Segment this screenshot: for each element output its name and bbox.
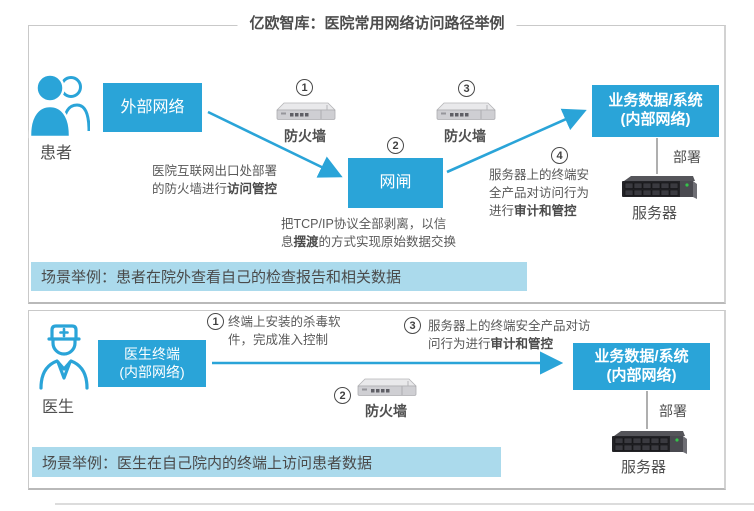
diagram-title: 亿欧智库：医院常用网络访问路径举例 (237, 12, 517, 33)
scenario-banner-bottom: 场景举例：医生在自己院内的终端上访问患者数据 (32, 447, 501, 477)
doctor-label: 医生 (42, 399, 75, 416)
deploy-label-bottom: 部署 (659, 403, 687, 419)
server-audit-note-top: 服务器上的终端安全产品对访问行为进行审计和管控 (489, 168, 590, 218)
step-badge-4: 4 (551, 147, 568, 164)
step-badge-1: 1 (296, 79, 313, 96)
step-badge-bottom-2: 2 (334, 387, 351, 404)
firewall-access-note: 医院互联网出口处部署的防火墙进行访问管控 (152, 164, 278, 196)
step-number: 3 (409, 319, 416, 332)
step-number: 1 (212, 315, 219, 328)
step-badge-2: 2 (387, 137, 404, 154)
scenario-text-top: 场景举例：患者在院外查看自己的检查报告和相关数据 (41, 269, 402, 286)
patient-label: 患者 (40, 145, 73, 162)
business-data-line2: (内部网络) (606, 366, 677, 384)
business-data-line1: 业务数据/系统 (594, 347, 689, 365)
step-badge-bottom-3: 3 (404, 317, 421, 334)
external-network-node: 外部网络 (103, 83, 202, 132)
server-label-bottom: 服务器 (621, 459, 667, 476)
doctor-icon (39, 324, 89, 390)
firewall-label-3: 防火墙 (365, 403, 407, 419)
business-data-line1: 业务数据/系统 (608, 92, 703, 110)
server-label-top: 服务器 (632, 205, 678, 222)
step-number: 2 (339, 389, 346, 402)
business-data-node-top: 业务数据/系统 (内部网络) (592, 85, 719, 137)
step-number: 1 (301, 81, 308, 94)
business-data-node-bottom: 业务数据/系统 (内部网络) (573, 343, 710, 390)
step-number: 2 (392, 139, 399, 152)
server-icon-bottom (612, 431, 687, 454)
scenario-banner-top: 场景举例：患者在院外查看自己的检查报告和相关数据 (31, 262, 527, 291)
scenario-text-bottom: 场景举例：医生在自己院内的终端上访问患者数据 (42, 454, 373, 472)
gateway-tcpip-note: 把TCP/IP协议全部剥离，以信息摆渡的方式实现原始数据交换 (281, 217, 457, 249)
step-badge-bottom-1: 1 (207, 313, 224, 330)
firewall-label-2: 防火墙 (444, 128, 486, 144)
doctor-terminal-line2: (内部网络) (119, 363, 185, 380)
patient-icon (28, 73, 90, 139)
firewall-icon-1 (276, 102, 336, 120)
doctor-terminal-line1: 医生终端 (124, 346, 180, 362)
firewall-icon-2 (436, 102, 496, 120)
doctor-terminal-node: 医生终端 (内部网络) (98, 340, 206, 387)
deploy-label-top: 部署 (673, 149, 701, 165)
firewall-label-1: 防火墙 (284, 128, 326, 144)
terminal-antivirus-note: 终端上安装的杀毒软件，完成准入控制 (228, 315, 341, 347)
external-network-label: 外部网络 (120, 98, 185, 116)
business-data-line2: (内部网络) (620, 111, 691, 128)
step-badge-3: 3 (458, 80, 475, 97)
gateway-node: 网闸 (348, 158, 443, 208)
step-number: 3 (463, 82, 470, 95)
server-audit-note-bottom: 服务器上的终端安全产品对访问行为进行审计和管控 (428, 319, 591, 351)
step-number: 4 (556, 149, 563, 162)
bottom-section-frame (28, 310, 726, 490)
gateway-label: 网闸 (379, 174, 412, 191)
page-edge-line (55, 503, 754, 505)
server-icon-top (622, 176, 697, 199)
firewall-icon-3 (357, 378, 417, 396)
